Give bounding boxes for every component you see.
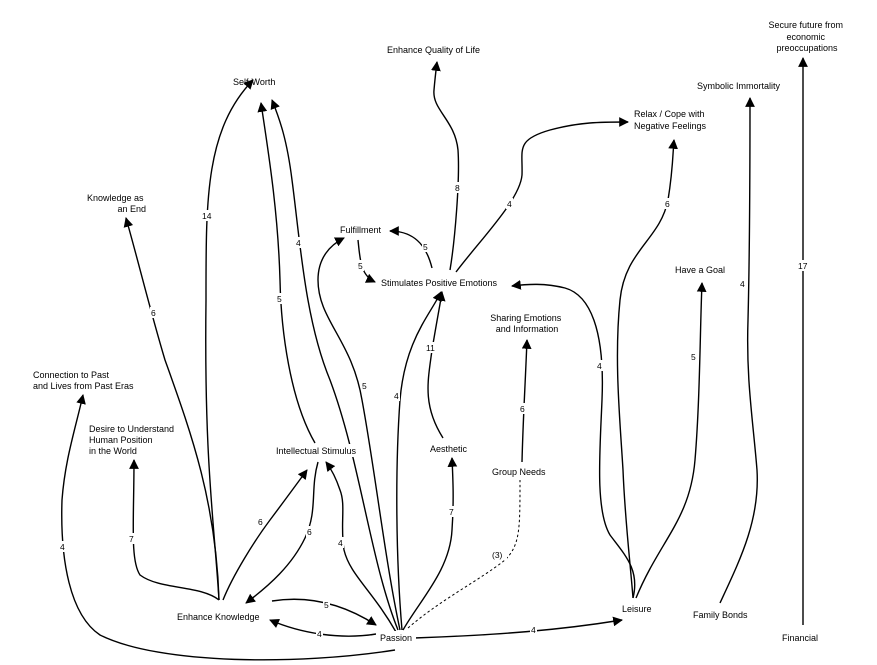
node-secure-future-line-3: preoccupations [776,43,838,53]
edge-label-group-sharing: 6 [520,404,525,414]
edge-aesthetic-stimulates [427,291,446,439]
edge-label-aesthetic-stimulates: 11 [426,343,435,353]
edge-passion-connection-past [61,394,396,661]
edge-passion-fulfillment [317,237,401,631]
node-desire-understand-line-1: Desire to Understand [89,424,174,434]
node-family-bonds: Family Bonds [693,610,748,620]
node-stimulates: Stimulates Positive Emotions [381,278,498,288]
edge-label-leisure-relax: 6 [665,199,670,209]
node-knowledge-end-line-2: an End [117,204,146,214]
edge-label-passion-aesthetic: 7 [449,507,454,517]
edge-stimulates-fulfillment [389,226,433,269]
edge-enhance-knowledge-knowledge-end [123,217,220,601]
node-sharing: Sharing Emotions and Information [490,313,564,334]
edge-label-ek-selfworth: 14 [202,211,212,221]
edge-label-passion-connection: 4 [60,542,65,552]
node-secure-future: Secure future from economic preoccupatio… [768,20,845,53]
edge-enhance-knowledge-intellectual [222,469,308,601]
edge-label-financial-secure: 17 [798,261,808,271]
node-financial: Financial [782,633,818,643]
edge-label-leisure-goal: 5 [691,352,696,362]
node-relax-cope: Relax / Cope with Negative Feelings [634,109,707,131]
edge-label-passion-selfworth: 4 [296,238,301,248]
edge-label-passion-group: (3) [492,550,503,560]
edge-label-stimulates-quality: 8 [455,183,460,193]
edge-stimulates-quality [431,61,460,271]
edge-passion-leisure [413,616,623,639]
edge-label-stimulates-fulfillment: 5 [423,242,428,252]
node-secure-future-line-2: economic [786,32,825,42]
edge-passion-stimulates [396,291,442,631]
node-have-goal: Have a Goal [675,265,725,275]
edge-label-passion-intellectual: 4 [338,538,343,548]
node-fulfillment: Fulfillment [340,225,382,235]
edge-label-passion-fulfillment: 5 [362,381,367,391]
node-enhance-knowledge: Enhance Knowledge [177,612,260,622]
node-relax-cope-line-1: Relax / Cope with [634,109,705,119]
edge-stimulates-relax [455,117,629,273]
node-group-needs: Group Needs [492,467,546,477]
node-desire-understand-line-3: in the World [89,446,137,456]
node-relax-cope-line-2: Negative Feelings [634,121,707,131]
node-enhance-quality: Enhance Quality of Life [387,45,480,55]
edge-intellectual-enhance-knowledge [245,461,319,604]
node-sharing-line-1: Sharing Emotions [490,313,562,323]
node-intellectual: Intellectual Stimulus [276,446,357,456]
node-connection-past: Connection to Past and Lives from Past E… [33,370,134,391]
edge-intellectual-self-worth [257,102,316,444]
edge-passion-aesthetic [402,457,458,631]
node-desire-understand: Desire to Understand Human Position in t… [89,424,177,456]
edge-leisure-goal [635,282,707,599]
edge-label-intellectual-ek: 6 [307,527,312,537]
edge-label-passion-ek: 4 [317,629,322,639]
node-symbolic-immortality: Symbolic Immortality [697,81,781,91]
edge-enhance-knowledge-self-worth [205,79,254,601]
node-secure-future-line-1: Secure future from [768,20,843,30]
node-sharing-line-2: and Information [496,324,559,334]
edge-label-stimulates-relax: 4 [507,199,512,209]
edge-label-ek-desire: 7 [129,534,134,544]
edge-label-ek-intellectual: 6 [258,517,263,527]
node-leisure: Leisure [622,604,652,614]
edge-label-intellectual-selfworth: 5 [277,294,282,304]
edge-family-symbolic [719,97,758,604]
edge-group-needs-sharing [521,339,532,463]
node-connection-past-line-2: and Lives from Past Eras [33,381,134,391]
edge-enhance-knowledge-desire [129,459,220,601]
edge-label-passion-leisure: 4 [531,625,536,635]
node-desire-understand-line-2: Human Position [89,435,153,445]
edge-label-family-symbolic: 4 [740,279,745,289]
edge-label-passion-stimulates: 4 [394,391,399,401]
edge-label-ek-knowledge-end: 6 [151,308,156,318]
edge-label-ek-passion: 5 [324,600,329,610]
node-self-worth: Self-Worth [233,77,275,87]
edge-passion-intellectual [325,461,397,633]
edge-passion-self-worth [270,99,399,631]
edge-leisure-stimulates [511,280,636,599]
edge-label-leisure-stimulates: 4 [597,361,602,371]
edge-passion-group-needs [407,479,521,629]
edge-label-fulfillment-stimulates: 5 [358,261,363,271]
node-aesthetic: Aesthetic [430,444,468,454]
node-knowledge-end: Knowledge as an End [87,193,146,214]
node-connection-past-line-1: Connection to Past [33,370,110,380]
node-passion: Passion [380,633,412,643]
node-knowledge-end-line-1: Knowledge as [87,193,144,203]
